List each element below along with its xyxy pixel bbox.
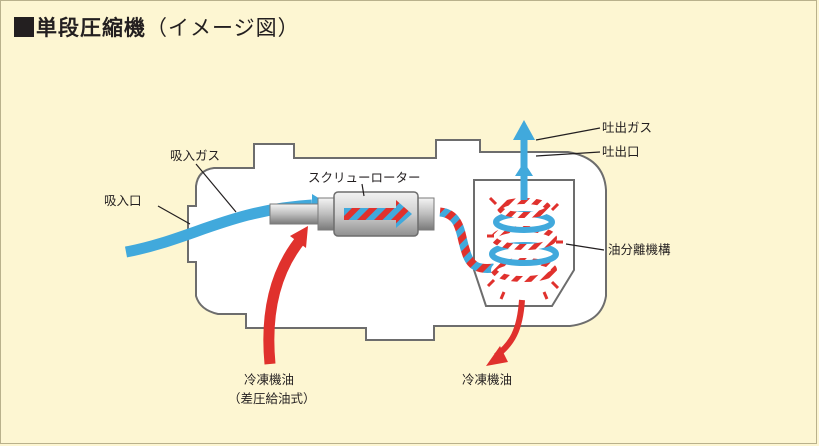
rotor-shaft [269,203,323,225]
label-discharge-gas: 吐出ガス [602,120,652,135]
rotor-flow-arrow [344,200,412,228]
title-main: 単段圧縮機 [36,16,146,40]
leader-lines [157,127,605,251]
label-suction-port: 吸入口 [104,193,142,208]
discharge-port-arrowhead [515,162,533,176]
separator-spiral [486,196,563,300]
mixed-flow-to-separator [439,207,495,273]
label-suction-gas: 吸入ガス [170,148,220,163]
label-discharge-port: 吐出口 [602,144,640,159]
shaft-bearing-right [417,197,435,231]
oil-supply-flow [263,234,307,365]
shaft-bearing-left [317,197,335,231]
square-icon [14,17,34,37]
label-oil-separator: 油分離機構 [608,242,671,257]
label-cooling-oil-left: 冷凍機油 [244,372,294,387]
label-screw-rotor: スクリューローター [308,170,421,185]
title-sub: （イメージ図） [146,16,300,40]
label-cooling-oil-right: 冷凍機油 [462,372,512,387]
diagram-title: 単段圧縮機（イメージ図） [14,12,300,42]
discharge-arrowhead [513,120,535,140]
label-cooling-oil-left-note: （差圧給油式） [228,391,316,406]
oil-supply-arrowhead [290,226,308,248]
oil-return-arrowhead [486,346,508,366]
